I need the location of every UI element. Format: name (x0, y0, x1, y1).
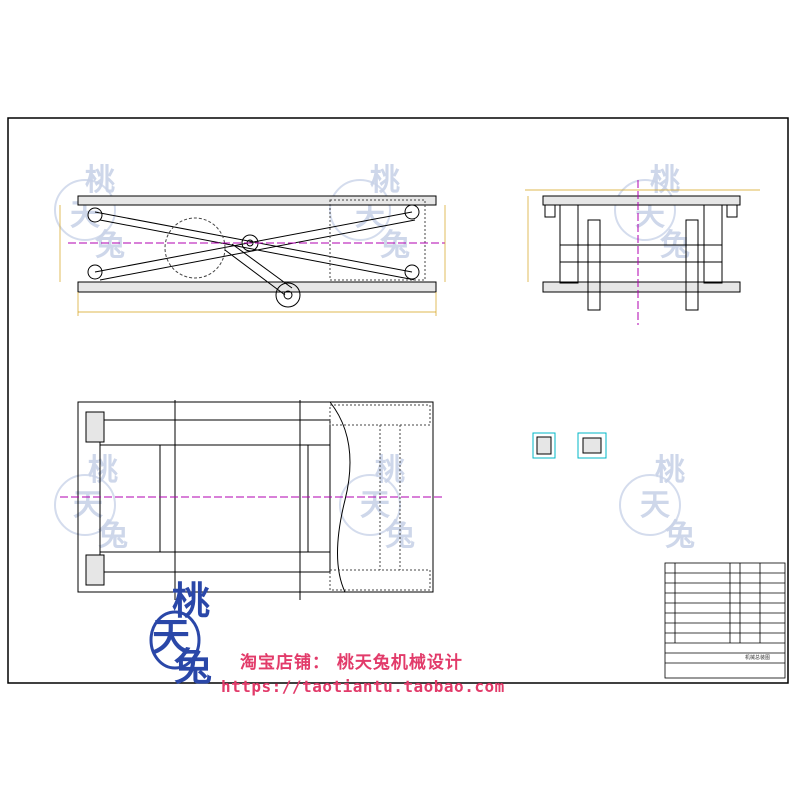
svg-text:天: 天 (360, 488, 390, 523)
drawing-title: 机械总装图 (745, 654, 770, 661)
side-view (542, 180, 741, 325)
actuator-wheel (275, 282, 301, 308)
top-platform (77, 195, 437, 206)
logo-char-3: 兔 (174, 644, 213, 689)
svg-text:兔: 兔 (665, 518, 695, 553)
detail-parts (532, 432, 607, 459)
background-watermarks (54, 179, 681, 536)
svg-text:天: 天 (640, 488, 670, 523)
svg-text:兔: 兔 (95, 228, 125, 263)
svg-text:兔: 兔 (385, 518, 415, 553)
logo-char-1: 桃 (172, 578, 211, 623)
drive-wheel (164, 217, 226, 279)
svg-text:桃: 桃 (370, 163, 400, 198)
background-watermark-text: 桃天兔 桃天兔 桃天兔 桃天兔 桃天兔 桃天兔 (70, 163, 695, 553)
svg-text:兔: 兔 (98, 518, 128, 553)
front-view (68, 195, 445, 308)
sheet-border (7, 117, 789, 684)
side-dimensions (525, 189, 760, 282)
svg-text:桃: 桃 (88, 453, 118, 488)
svg-text:兔: 兔 (380, 228, 410, 263)
svg-text:桃: 桃 (650, 163, 680, 198)
svg-text:桃: 桃 (85, 163, 115, 198)
shop-name-watermark: 淘宝店铺： 桃天兔机械设计 (240, 653, 463, 673)
pivot-top-left (87, 207, 103, 223)
brand-logo: 桃 天 兔 (140, 578, 213, 689)
svg-text:桃: 桃 (655, 453, 685, 488)
pivot-bottom-left (87, 264, 103, 280)
front-dimensions (59, 205, 446, 316)
logo-char-2: 天 (152, 614, 191, 659)
logo-ring (149, 610, 201, 670)
top-view (60, 400, 445, 600)
title-block (664, 562, 786, 679)
shop-url-watermark: https://taotiantu.taobao.com (221, 677, 505, 696)
pivot-top-right (404, 204, 420, 220)
pivot-bottom-right (404, 264, 420, 280)
base-frame (77, 281, 437, 293)
